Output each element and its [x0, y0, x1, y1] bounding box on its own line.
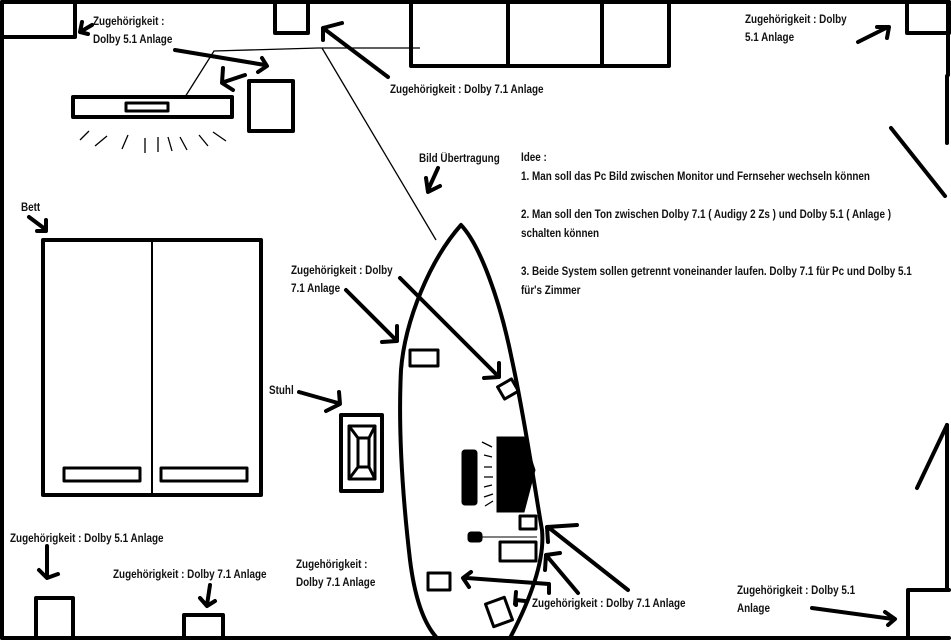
tv-center-speaker — [124, 101, 170, 113]
speaker-desk-bottom-3 — [483, 595, 515, 629]
arrow-bed — [27, 215, 48, 233]
label-line: Zugehörigkeit : — [93, 16, 165, 28]
label-desk-bottom-speakers: Zugehörigkeit : Dolby 7.1 Anlage — [532, 598, 686, 610]
speaker-desk-small — [518, 514, 538, 531]
window-right-upper — [889, 126, 947, 198]
image-transfer-line-1 — [184, 47, 420, 98]
idea-3-line-2: für's Zimmer — [521, 285, 581, 297]
speaker-desk-left — [408, 348, 440, 368]
image-transfer-line-2 — [321, 47, 437, 241]
arrow-desk-bottom-3 — [461, 570, 551, 595]
arrow-desk-right — [398, 276, 501, 380]
label-desk-speakers: Zugehörigkeit : Dolby 7.1 Anlage — [291, 262, 393, 298]
label-line: 5.1 Anlage — [745, 32, 795, 44]
speaker-bottom-right — [906, 588, 951, 640]
arrow-image-transfer — [424, 166, 442, 194]
arrow-desk-bottom-4 — [513, 590, 527, 607]
desk — [398, 223, 545, 640]
idea-3-line-1: 3. Beide System sollen getrennt voneinan… — [521, 266, 912, 278]
chair — [339, 413, 384, 493]
label-image-transfer: Bild Übertragung — [419, 153, 500, 165]
label-line: Dolby 5.1 Anlage — [93, 34, 173, 46]
label-line: Anlage — [737, 603, 770, 615]
label-line: Zugehörigkeit : Dolby 5.1 — [737, 585, 856, 597]
label-line: 7.1 Anlage — [291, 283, 341, 295]
label-top-center-speaker: Zugehörigkeit : Dolby 7.1 Anlage — [390, 84, 544, 96]
arrow-chair — [297, 390, 342, 413]
ideas-block: Idee : 1. Man soll das Pc Bild zwischen … — [521, 149, 934, 301]
speaker-desk-right — [496, 377, 520, 401]
speaker-bottom-center — [182, 613, 225, 640]
mouse — [467, 531, 483, 543]
monitor-rays — [481, 441, 494, 507]
arrow-top-left-label — [78, 20, 94, 36]
arrow-top-center — [321, 21, 390, 79]
cabinet-top — [409, 0, 671, 68]
pc-tower — [461, 449, 478, 506]
speaker-top-center — [273, 0, 310, 35]
arrow-to-tv-speaker — [220, 66, 247, 92]
door-right — [915, 423, 949, 490]
label-bottom-left-speaker: Zugehörigkeit : Dolby 5.1 Anlage — [10, 533, 164, 545]
speaker-bottom-left — [34, 596, 75, 640]
speaker-desk-bottom-1 — [498, 540, 538, 563]
spacer — [521, 187, 934, 206]
label-bottom-right-speaker: Zugehörigkeit : Dolby 5.1 Anlage — [737, 582, 855, 618]
idea-2-line-1: 2. Man soll den Ton zwischen Dolby 7.1 (… — [521, 209, 892, 221]
spacer — [521, 244, 934, 263]
label-line: Zugehörigkeit : — [296, 559, 368, 571]
label-top-left-speaker: Zugehörigkeit : Dolby 5.1 Anlage — [93, 13, 172, 49]
arrow-desk-bottom-1 — [545, 523, 630, 592]
arrow-desk-bottom-2 — [543, 551, 580, 595]
arrow-bottom-center — [198, 583, 217, 608]
pillow-right — [159, 466, 249, 483]
label-line: Zugehörigkeit : Dolby — [291, 265, 393, 277]
pillow-left — [62, 466, 142, 483]
chair-seat — [347, 424, 377, 481]
arrow-desk-left — [344, 288, 399, 344]
arrow-to-subwoofer — [173, 48, 269, 74]
speaker-top-left — [0, 0, 77, 39]
arrow-top-right — [856, 25, 891, 44]
speaker-top-right — [905, 0, 951, 35]
idea-2-line-2: schalten können — [521, 228, 600, 240]
label-line: Zugehörigkeit : Dolby — [745, 14, 847, 26]
label-bottom-center-speaker: Zugehörigkeit : Dolby 7.1 Anlage — [113, 569, 267, 581]
label-bed: Bett — [21, 202, 41, 214]
tv-bench — [71, 95, 234, 119]
label-line: Dolby 7.1 Anlage — [296, 577, 376, 589]
label-bottom-desk-speaker: Zugehörigkeit : Dolby 7.1 Anlage — [296, 556, 375, 592]
arrow-bottom-right — [810, 606, 897, 627]
label-chair: Stuhl — [269, 385, 294, 397]
speaker-desk-bottom-2 — [426, 571, 452, 592]
idea-1: 1. Man soll das Pc Bild zwischen Monitor… — [521, 171, 870, 183]
subwoofer-5-1 — [247, 79, 295, 133]
label-top-right-speaker: Zugehörigkeit : Dolby 5.1 Anlage — [745, 11, 847, 47]
ideas-title: Idee : — [521, 152, 547, 164]
monitor — [496, 436, 536, 513]
arrow-bottom-left — [37, 544, 60, 580]
tv-rays — [79, 130, 227, 153]
